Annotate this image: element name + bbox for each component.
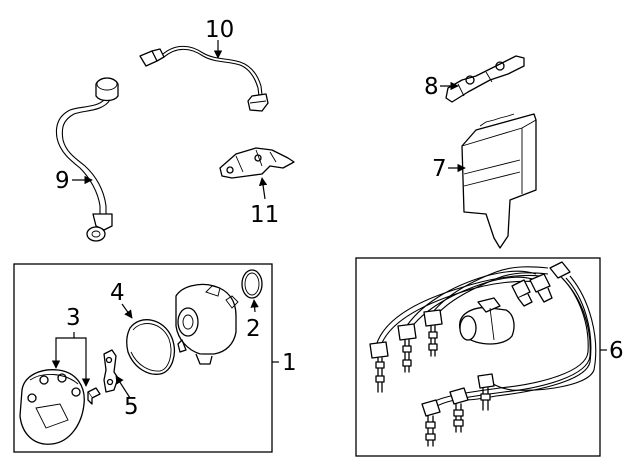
bracket-11[interactable] <box>219 147 295 179</box>
callout-10: 10 <box>205 17 234 59</box>
plug-boot-2 <box>397 323 417 373</box>
callout-label-1: 1 <box>282 350 297 376</box>
callout-4: 4 <box>110 280 133 319</box>
plug-boot-3 <box>423 309 443 357</box>
callout-5: 5 <box>115 375 139 420</box>
control-module-7[interactable] <box>461 113 537 249</box>
callout-1: 1 <box>272 350 297 376</box>
pickup-assembly-5[interactable] <box>103 349 119 393</box>
callout-11: 11 <box>250 177 279 228</box>
rotor-3[interactable] <box>87 387 101 405</box>
callout-label-7: 7 <box>432 156 447 182</box>
distributor-cap-3[interactable] <box>19 369 85 445</box>
plug-boot-8 <box>449 387 469 433</box>
plug-boot-7 <box>421 399 441 447</box>
module-bracket-8[interactable] <box>445 55 525 103</box>
plug-boot-1 <box>369 341 389 393</box>
plug-boot-6 <box>549 261 571 279</box>
gasket-4[interactable] <box>126 319 175 375</box>
callout-6: 6 <box>600 338 624 364</box>
callout-label-2: 2 <box>246 316 261 342</box>
spark-plug-wire-set-6[interactable] <box>369 261 597 447</box>
callout-3: 3 <box>51 305 91 387</box>
callout-label-9: 9 <box>55 168 70 194</box>
callout-label-5: 5 <box>124 394 139 420</box>
sensor-harness-9[interactable] <box>55 77 119 242</box>
callout-2: 2 <box>246 299 261 342</box>
callout-label-4: 4 <box>110 280 125 306</box>
distributor-group-box <box>13 263 273 453</box>
callout-label-11: 11 <box>250 202 279 228</box>
plug-boot-9 <box>477 373 495 411</box>
callout-label-10: 10 <box>205 17 234 43</box>
o-ring-2[interactable] <box>241 269 263 299</box>
callout-9: 9 <box>55 168 93 194</box>
plug-boot-4 <box>511 279 533 307</box>
distributor-housing[interactable] <box>175 283 239 365</box>
ignition-wire-box <box>355 257 601 457</box>
ignition-coil <box>458 297 515 345</box>
sensor-harness-10[interactable] <box>139 45 269 112</box>
plug-boot-5 <box>529 273 553 303</box>
callout-label-3: 3 <box>66 305 81 331</box>
callout-7: 7 <box>432 156 466 182</box>
callout-label-6: 6 <box>609 338 624 364</box>
callout-label-8: 8 <box>424 74 439 100</box>
callout-8: 8 <box>424 74 459 100</box>
